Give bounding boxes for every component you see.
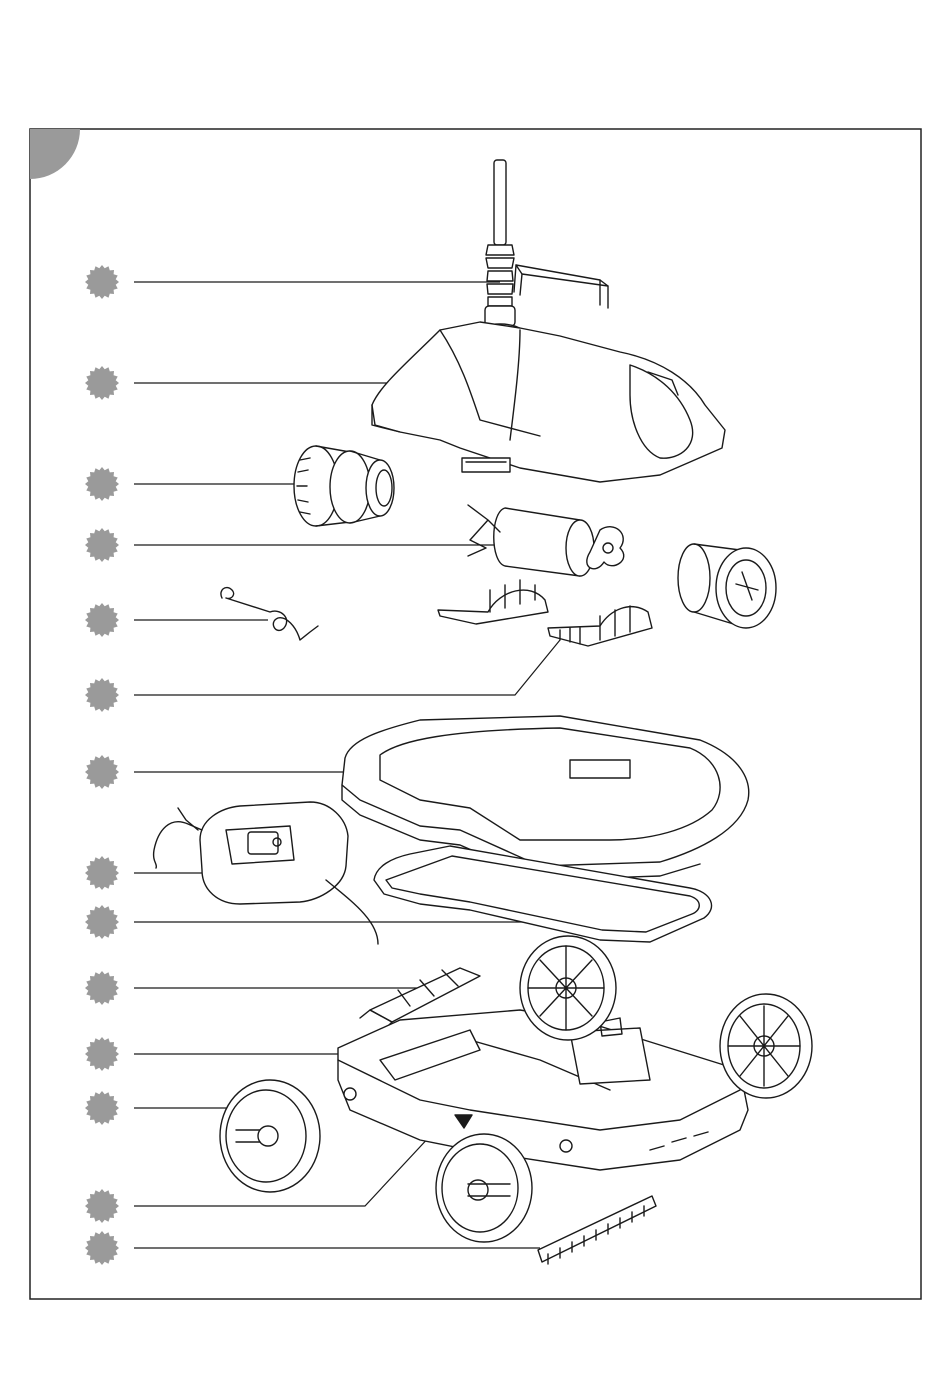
leader-line-motor-holder xyxy=(134,640,560,695)
hose-connector-handle-part xyxy=(478,160,608,340)
callout-marker-hose-connector-handle xyxy=(85,265,119,299)
front-wheel-part xyxy=(436,1134,532,1242)
callout-marker-top-cover xyxy=(85,366,119,400)
rear-wheel-part xyxy=(220,1080,320,1192)
right-filter-cap-part xyxy=(678,544,776,628)
callout-marker-spring-clip xyxy=(85,603,119,637)
chassis-part xyxy=(338,1010,748,1170)
pump-motor-part xyxy=(468,505,624,576)
callout-marker-motor-holder xyxy=(85,678,119,712)
spring-clip-part xyxy=(221,588,318,640)
callout-marker-brush xyxy=(85,1231,119,1265)
brush-part xyxy=(538,1196,656,1264)
callout-marker-power-supply xyxy=(85,856,119,890)
callout-marker-filter xyxy=(85,971,119,1005)
callout-marker-front-wheel xyxy=(85,1189,119,1223)
callout-marker-frame-seal xyxy=(85,755,119,789)
figure-corner-tab xyxy=(0,79,80,179)
callout-marker-gasket xyxy=(85,905,119,939)
callout-marker-pump-motor xyxy=(85,528,119,562)
callout-marker-rear-wheel xyxy=(85,1091,119,1125)
motor-holder-part xyxy=(438,580,652,646)
top-wheel-part xyxy=(520,936,616,1040)
right-wheel-part xyxy=(720,994,812,1098)
left-filter-cap-part xyxy=(294,446,394,526)
top-cover-part xyxy=(372,322,725,482)
callout-marker-left-filter-cap xyxy=(85,467,119,501)
callout-marker-chassis xyxy=(85,1037,119,1071)
